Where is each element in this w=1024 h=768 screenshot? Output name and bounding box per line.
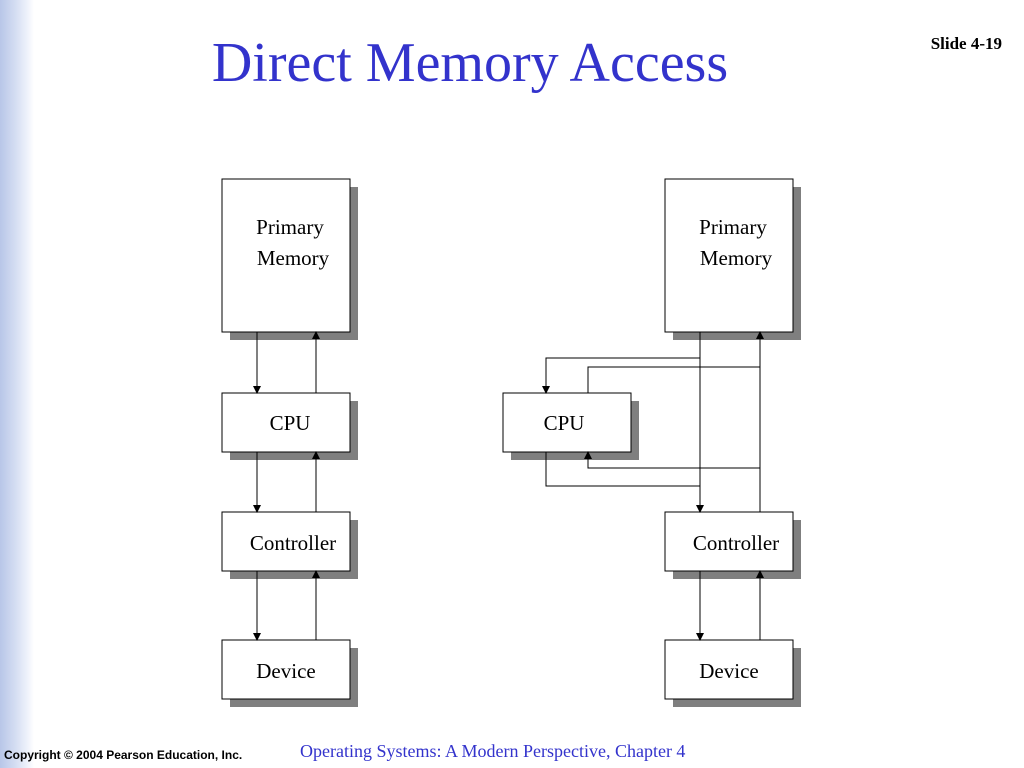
footer-text: Operating Systems: A Modern Perspective,… <box>300 741 686 761</box>
left-device-label: Device <box>256 659 315 683</box>
slide-title: Direct Memory Access <box>211 32 729 94</box>
right-cpu-label: CPU <box>544 411 585 435</box>
left-controller-label: Controller <box>250 531 336 555</box>
right-cpu-to-memory-arrow <box>587 331 764 393</box>
right-controller-to-cpu-arrow <box>584 451 760 469</box>
right-memory-label-line2: Memory <box>700 246 773 270</box>
left-memory-label-line1: Primary <box>256 215 324 239</box>
left-cpu-label: CPU <box>270 411 311 435</box>
right-device-box: Device <box>664 639 801 707</box>
right-memory-label-line1: Primary <box>699 215 767 239</box>
left-device-box: Device <box>221 639 358 707</box>
left-diagram: Primary Memory CPU Controller Device <box>221 178 358 707</box>
right-cpu-to-controller-line <box>545 452 700 487</box>
right-device-label: Device <box>699 659 758 683</box>
left-primary-memory-box: Primary Memory <box>221 178 358 340</box>
left-controller-box: Controller <box>221 511 358 579</box>
copyright-notice: Copyright © 2004 Pearson Education, Inc. <box>4 748 243 762</box>
left-cpu-box: CPU <box>221 392 358 460</box>
right-controller-label: Controller <box>693 531 779 555</box>
slide-number: Slide 4-19 <box>930 34 1002 53</box>
left-memory-label-line2: Memory <box>257 246 330 270</box>
right-memory-to-cpu-arrow <box>542 357 700 394</box>
right-diagram: Primary Memory CPU Controller Device <box>502 178 801 707</box>
right-primary-memory-box: Primary Memory <box>664 178 801 340</box>
left-gradient-bar <box>0 0 34 768</box>
right-cpu-box: CPU <box>502 392 639 460</box>
right-controller-box: Controller <box>664 511 801 579</box>
